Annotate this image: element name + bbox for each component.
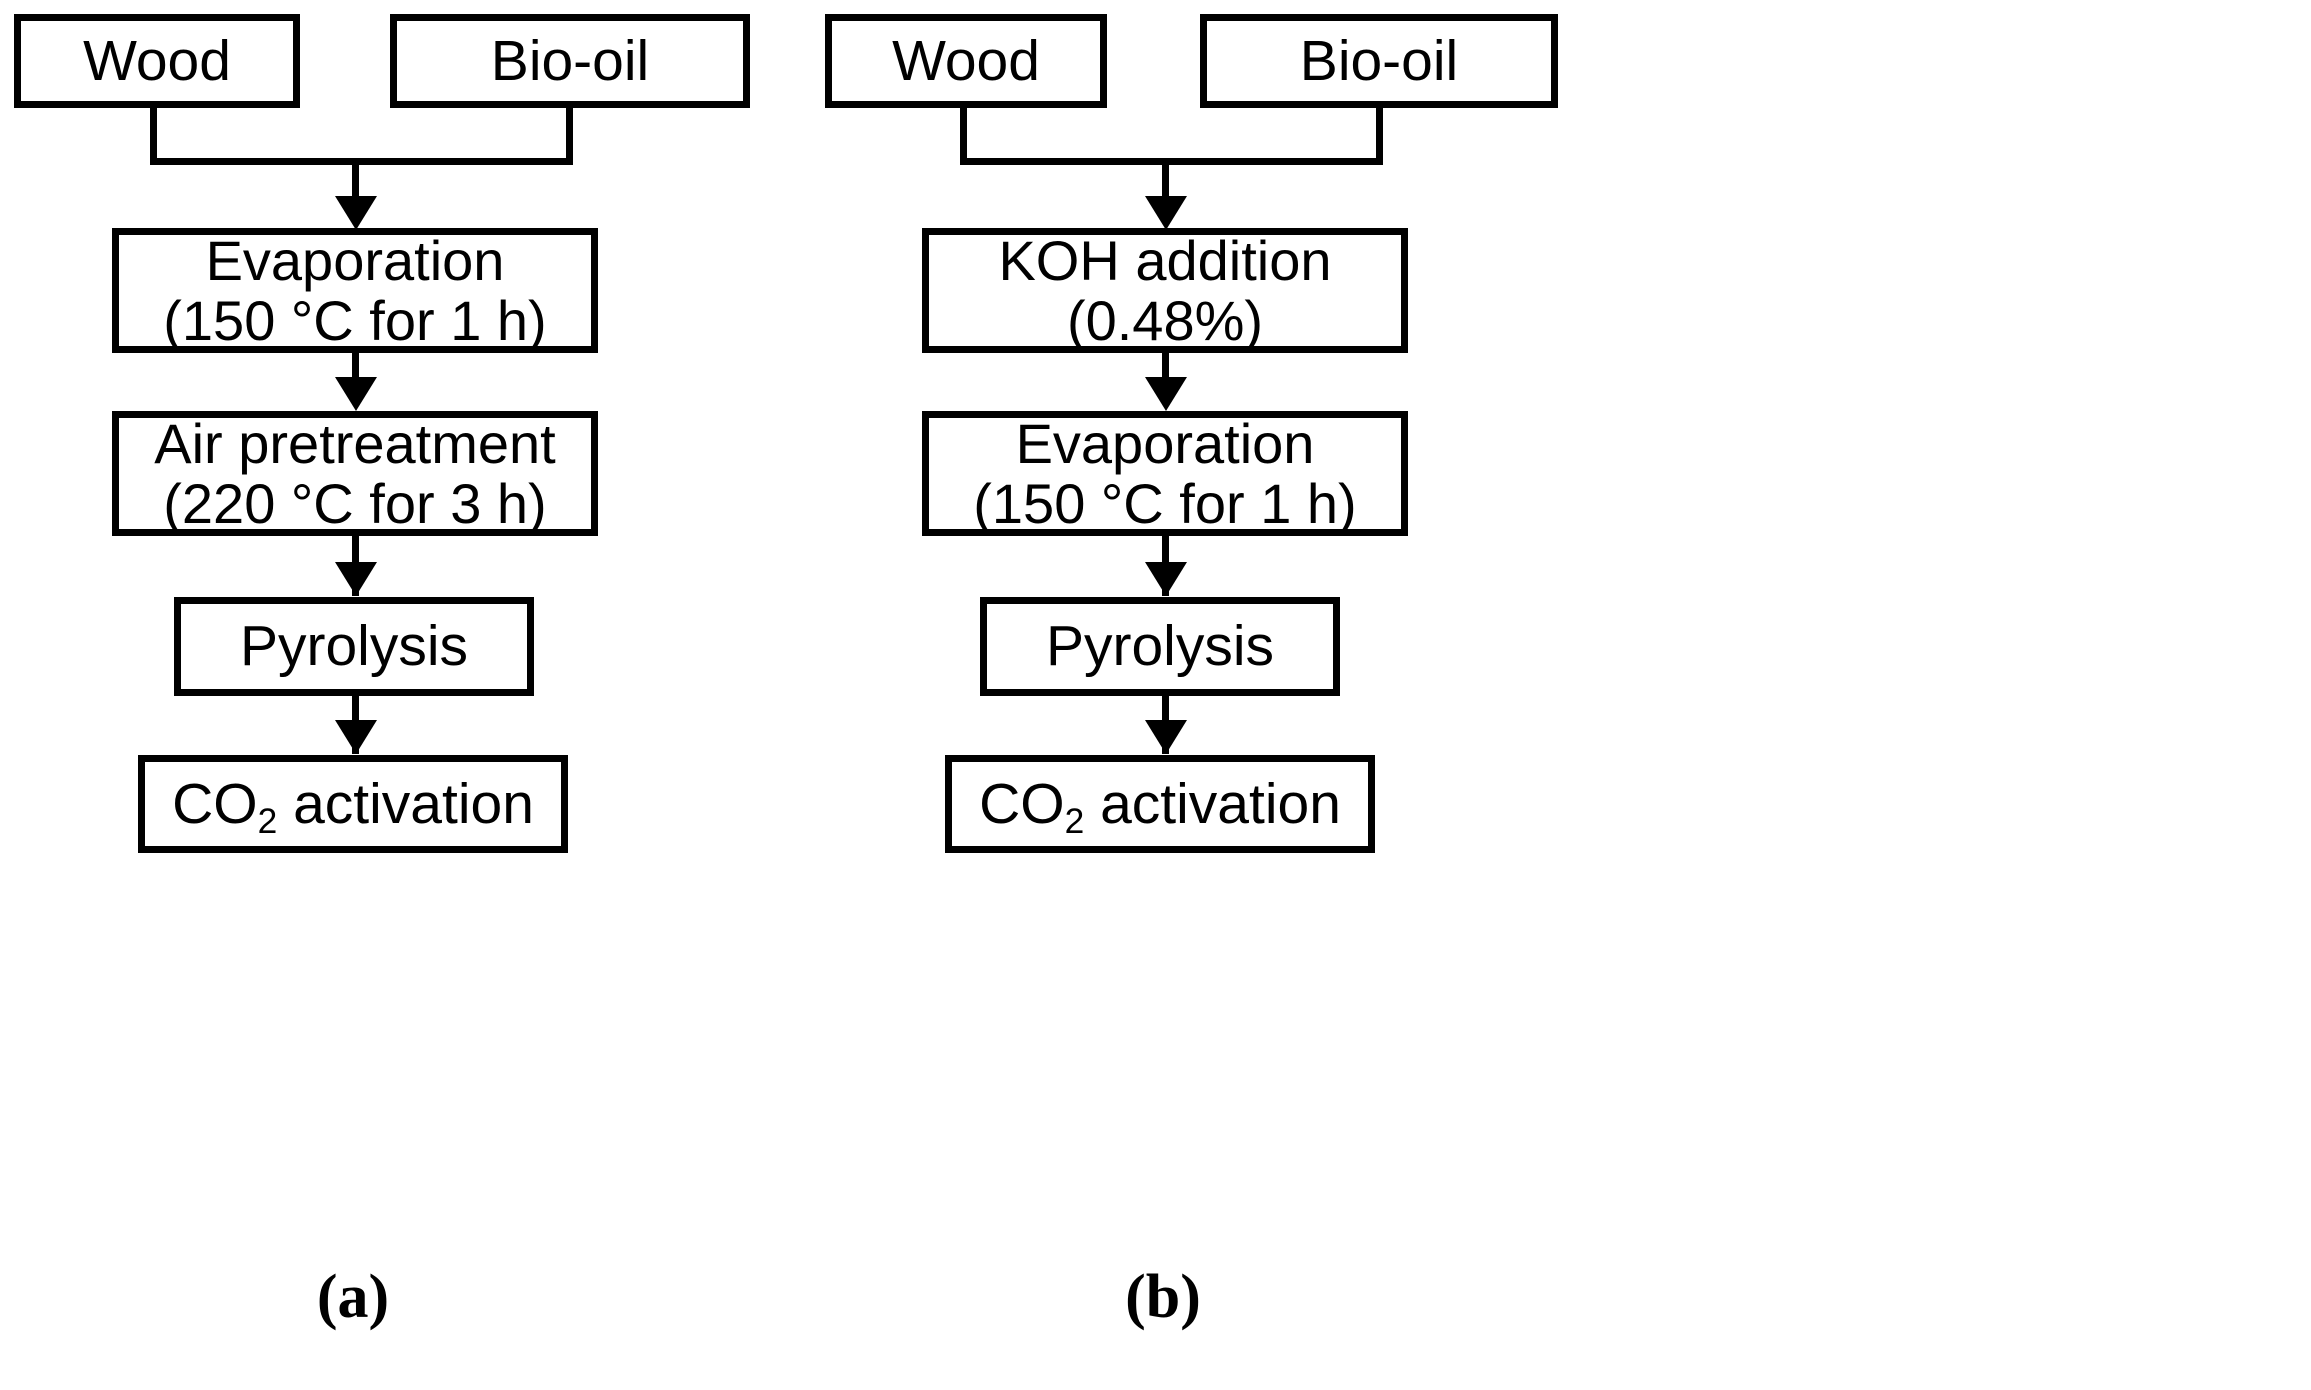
node-evaporation-b-line2: (150 °C for 1 h) bbox=[973, 471, 1357, 535]
node-co2-activation-a-subscript: 2 bbox=[257, 801, 278, 841]
connector-merge-a-stem bbox=[352, 158, 359, 210]
node-co2-activation-b-subscript: 2 bbox=[1064, 801, 1085, 841]
node-biooil-b: Bio-oil bbox=[1200, 14, 1558, 108]
node-wood-a-label: Wood bbox=[83, 28, 231, 93]
node-evaporation-a: Evaporation (150 °C for 1 h) bbox=[112, 228, 598, 353]
arrowhead-pyro-to-co2-a bbox=[335, 720, 377, 754]
node-wood-b: Wood bbox=[825, 14, 1107, 108]
node-co2-activation-a: CO2 activation bbox=[138, 755, 568, 853]
panel-b-caption: (b) bbox=[1125, 1263, 1201, 1331]
connector-wood-b-down bbox=[960, 108, 967, 164]
node-evaporation-b: Evaporation (150 °C for 1 h) bbox=[922, 411, 1408, 536]
arrowhead-merge-b bbox=[1145, 196, 1187, 230]
arrowhead-pyro-to-co2-b bbox=[1145, 720, 1187, 754]
node-biooil-b-label: Bio-oil bbox=[1299, 28, 1459, 93]
connector-koh-to-evap-b bbox=[1162, 353, 1169, 395]
connector-merge-b-stem bbox=[1162, 158, 1169, 210]
node-wood-a: Wood bbox=[14, 14, 300, 108]
connector-evap-to-air-a bbox=[352, 353, 359, 395]
node-co2-activation-b-formula: CO bbox=[979, 771, 1065, 836]
arrowhead-evap-to-air-a bbox=[335, 377, 377, 411]
node-pyrolysis-b: Pyrolysis bbox=[980, 597, 1340, 696]
node-co2-activation-a-label: CO2 activation bbox=[172, 771, 534, 839]
node-pyrolysis-a-label: Pyrolysis bbox=[239, 614, 469, 679]
node-air-pretreatment-a-line2: (220 °C for 3 h) bbox=[163, 471, 547, 535]
node-co2-activation-a-tail: activation bbox=[277, 771, 534, 836]
connector-biooil-b-down bbox=[1376, 108, 1383, 164]
node-evaporation-a-line2: (150 °C for 1 h) bbox=[163, 288, 547, 352]
node-evaporation-b-line1: Evaporation bbox=[1015, 412, 1315, 476]
arrowhead-koh-to-evap-b bbox=[1145, 377, 1187, 411]
node-pyrolysis-b-label: Pyrolysis bbox=[1045, 614, 1275, 679]
node-wood-b-label: Wood bbox=[892, 28, 1040, 93]
node-co2-activation-a-formula: CO bbox=[172, 771, 258, 836]
node-co2-activation-b-tail: activation bbox=[1084, 771, 1341, 836]
node-biooil-a-label: Bio-oil bbox=[490, 28, 650, 93]
node-biooil-a: Bio-oil bbox=[390, 14, 750, 108]
connector-wood-a-down bbox=[150, 108, 157, 164]
connector-merge-b bbox=[960, 158, 1383, 165]
flowchart-panel-a: Wood Bio-oil Evaporation (150 °C for 1 h… bbox=[0, 0, 1155, 1390]
node-koh-addition-b: KOH addition (0.48%) bbox=[922, 228, 1408, 353]
node-air-pretreatment-a: Air pretreatment (220 °C for 3 h) bbox=[112, 411, 598, 536]
node-evaporation-a-line1: Evaporation bbox=[205, 229, 505, 293]
arrowhead-air-to-pyro-a bbox=[335, 562, 377, 596]
arrowhead-merge-a bbox=[335, 196, 377, 230]
connector-biooil-a-down bbox=[566, 108, 573, 164]
flowchart-panel-b: Wood Bio-oil KOH addition (0.48%) Evapor… bbox=[825, 0, 2311, 1390]
node-koh-addition-b-line2: (0.48%) bbox=[1066, 288, 1264, 352]
node-co2-activation-b: CO2 activation bbox=[945, 755, 1375, 853]
arrowhead-evap-to-pyro-b bbox=[1145, 562, 1187, 596]
connector-merge-a bbox=[150, 158, 573, 165]
node-air-pretreatment-a-line1: Air pretreatment bbox=[154, 412, 556, 476]
node-koh-addition-b-line1: KOH addition bbox=[998, 229, 1332, 293]
panel-a-caption: (a) bbox=[316, 1263, 390, 1331]
node-co2-activation-b-label: CO2 activation bbox=[979, 771, 1341, 839]
node-pyrolysis-a: Pyrolysis bbox=[174, 597, 534, 696]
